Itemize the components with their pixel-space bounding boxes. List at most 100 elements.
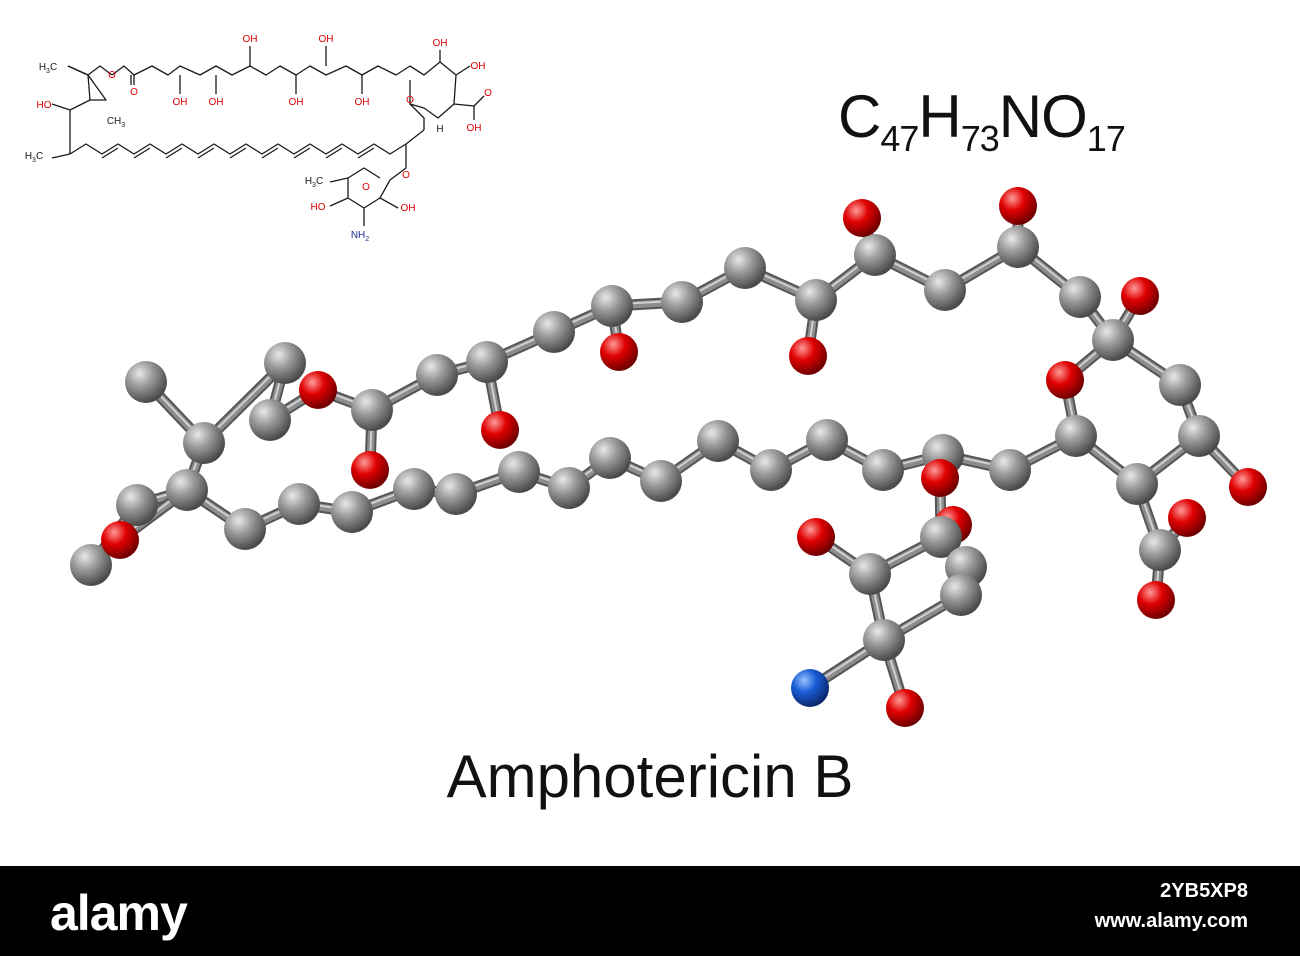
carbon-atom xyxy=(393,468,435,510)
carbon-atom xyxy=(1116,463,1158,505)
skeletal-label-ho: HO xyxy=(37,100,52,111)
oxygen-atom xyxy=(351,451,389,489)
carbon-atom xyxy=(264,342,306,384)
carbon-atom xyxy=(697,420,739,462)
image-id: 2YB5XP8 xyxy=(1160,880,1248,902)
carbon-atom xyxy=(224,508,266,550)
skeletal-label-o: O xyxy=(402,170,410,181)
carbon-atom xyxy=(640,460,682,502)
formula-element-c: C xyxy=(838,83,881,150)
oxygen-atom xyxy=(481,411,519,449)
skeletal-label-oh: OH xyxy=(355,97,370,108)
nitrogen-atom xyxy=(791,669,829,707)
carbon-atom xyxy=(435,473,477,515)
oxygen-atom xyxy=(1137,581,1175,619)
skeletal-double-bond xyxy=(261,147,279,159)
alamy-logo: alamy xyxy=(50,885,188,941)
skeletal-bond xyxy=(51,153,71,159)
carbon-atom xyxy=(997,226,1039,268)
skeletal-label-oh: OH xyxy=(243,34,258,45)
oxygen-atom xyxy=(789,337,827,375)
oxygen-atom xyxy=(600,333,638,371)
skeletal-label-oh: OH xyxy=(319,34,334,45)
carbon-atom xyxy=(724,247,766,289)
carbon-atom xyxy=(1178,415,1220,457)
skeletal-label-subscript: 3 xyxy=(121,122,125,129)
carbon-atom xyxy=(166,469,208,511)
skeletal-double-bond xyxy=(325,147,343,159)
carbon-atom xyxy=(849,553,891,595)
oxygen-atom xyxy=(886,689,924,727)
skeletal-bond xyxy=(87,74,107,101)
carbon-atom xyxy=(940,574,982,616)
carbon-atom xyxy=(351,389,393,431)
skeletal-label-c: C xyxy=(316,176,323,187)
skeletal-bond xyxy=(51,103,71,111)
oxygen-atom xyxy=(921,459,959,497)
skeletal-label-oh: OH xyxy=(209,97,224,108)
skeletal-bond xyxy=(329,197,349,207)
carbon-atom xyxy=(795,279,837,321)
skeletal-label-ch3: CH3 xyxy=(107,116,125,129)
molecular-formula: C47H73NO17 xyxy=(838,82,1126,160)
skeletal-double-bond xyxy=(357,147,375,159)
carbon-atom xyxy=(591,285,633,327)
skeletal-bond xyxy=(69,129,425,155)
carbon-atom xyxy=(989,449,1031,491)
skeletal-label-o: O xyxy=(406,95,414,106)
skeletal-double-bond xyxy=(101,147,119,159)
carbon-atom xyxy=(589,437,631,479)
skeletal-label-h3c: H3C xyxy=(25,151,43,164)
skeletal-label-subscript: 3 xyxy=(312,182,316,189)
skeletal-label-oh: OH xyxy=(433,38,448,49)
oxygen-atom xyxy=(299,371,337,409)
oxygen-atom xyxy=(1229,468,1267,506)
carbon-atom xyxy=(750,449,792,491)
carbon-atom xyxy=(661,281,703,323)
skeletal-label-oh: OH xyxy=(173,97,188,108)
carbon-atom xyxy=(416,354,458,396)
skeletal-label-h: H xyxy=(436,124,443,135)
watermark-footer: alamy 2YB5XP8 www.alamy.com xyxy=(0,866,1300,956)
skeletal-label-subscript: 2 xyxy=(365,236,369,243)
skeletal-double-bond xyxy=(165,147,183,159)
carbon-atom xyxy=(920,516,962,558)
oxygen-atom xyxy=(999,187,1037,225)
skeletal-bond xyxy=(409,103,425,130)
carbon-atom xyxy=(70,544,112,586)
skeletal-double-bond xyxy=(197,147,215,159)
ball-and-stick-atoms xyxy=(70,187,1267,727)
formula-element-h: H xyxy=(918,83,961,150)
skeletal-bond xyxy=(389,144,407,181)
skeletal-label-subscript: 3 xyxy=(46,68,50,75)
skeletal-label-subscript: 3 xyxy=(32,157,36,164)
carbon-atom xyxy=(533,311,575,353)
skeletal-bond xyxy=(379,197,399,209)
carbon-atom xyxy=(924,269,966,311)
skeletal-bond xyxy=(67,65,91,154)
carbon-atom xyxy=(862,449,904,491)
skeletal-label-oh: OH xyxy=(401,203,416,214)
oxygen-atom xyxy=(1121,277,1159,315)
carbon-atom xyxy=(498,451,540,493)
molecule-name: Amphotericin B xyxy=(446,743,854,810)
carbon-atom xyxy=(1139,529,1181,571)
site-url: www.alamy.com xyxy=(1094,910,1248,932)
skeletal-label-o: O xyxy=(362,182,370,193)
formula-subscript-c: 47 xyxy=(880,118,919,159)
skeletal-substituent-bond xyxy=(455,65,471,76)
skeletal-label-o: O xyxy=(108,70,116,81)
skeletal-label-ho: HO xyxy=(311,202,326,213)
skeletal-label-h3c: H3C xyxy=(305,176,323,189)
skeletal-bond xyxy=(409,61,457,119)
skeletal-double-bond xyxy=(133,147,151,159)
carbon-atom xyxy=(249,399,291,441)
carbon-atom xyxy=(116,484,158,526)
carbon-atom xyxy=(1159,364,1201,406)
formula-subscript-h: 73 xyxy=(960,118,1000,159)
carbon-atom xyxy=(806,419,848,461)
oxygen-atom xyxy=(1046,361,1084,399)
carbon-atom xyxy=(863,619,905,661)
skeletal-label-oh: OH xyxy=(471,61,486,72)
